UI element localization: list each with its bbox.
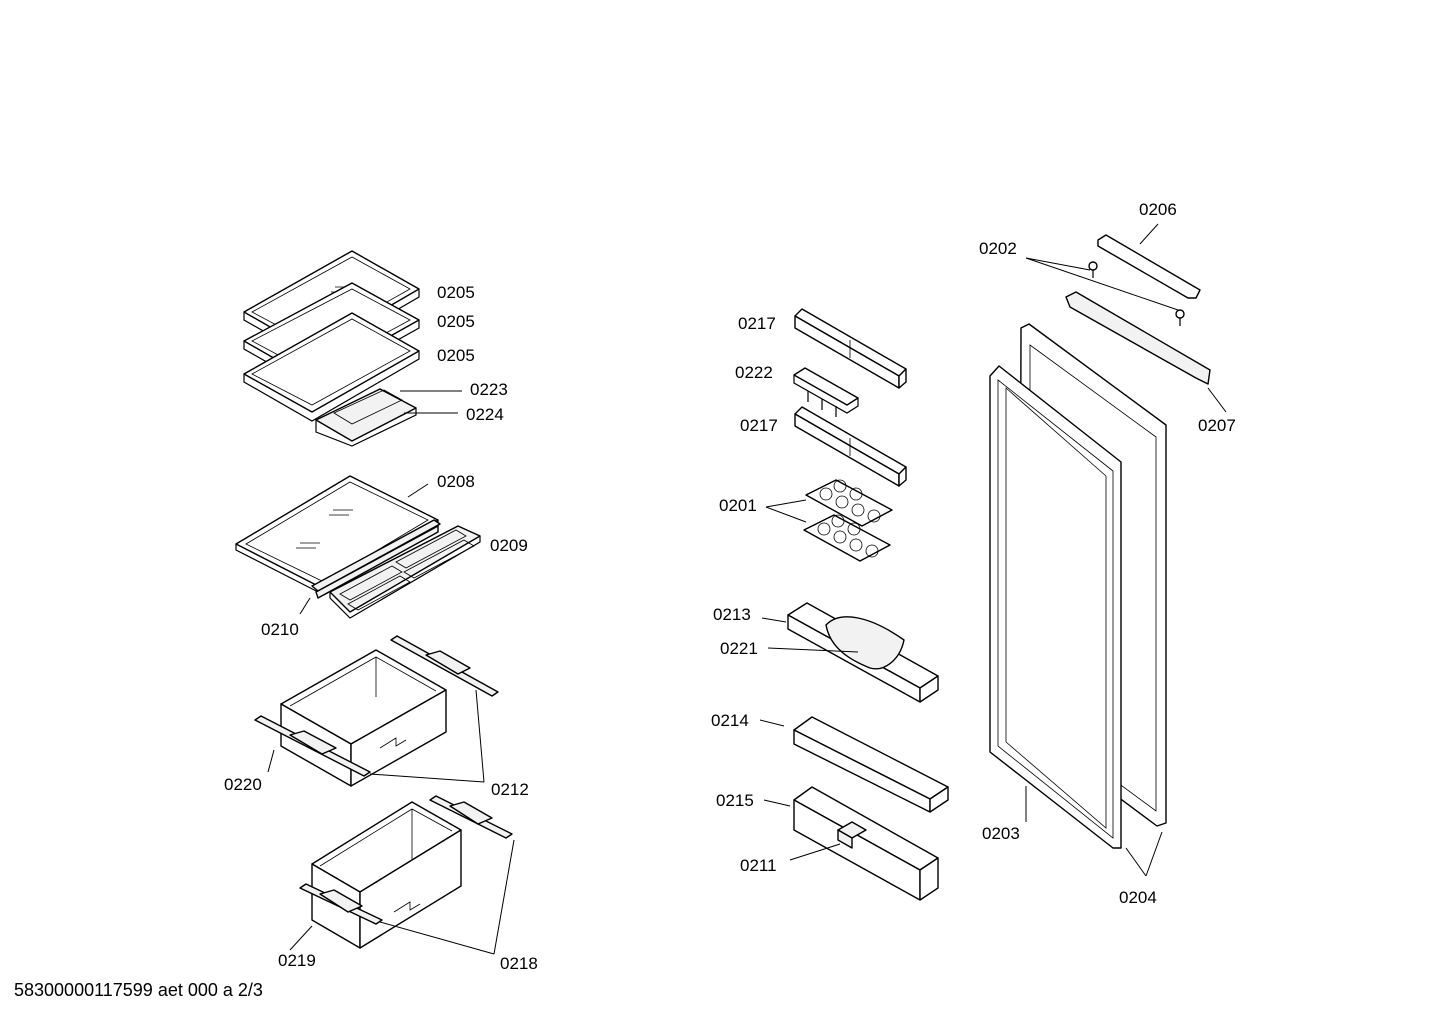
door-gasket bbox=[989, 365, 1122, 849]
screw-right bbox=[1175, 309, 1185, 326]
label-0215: 0215 bbox=[716, 791, 754, 810]
label-0204: 0204 bbox=[1119, 888, 1157, 907]
label-0220: 0220 bbox=[224, 775, 262, 794]
screw-left bbox=[1088, 261, 1098, 278]
label-0221: 0221 bbox=[720, 639, 758, 658]
label-0202: 0202 bbox=[979, 239, 1017, 258]
label-0213: 0213 bbox=[713, 605, 751, 624]
drawer-rail-lower-right bbox=[429, 795, 513, 839]
door-bin-deep bbox=[793, 786, 939, 901]
door-rack-middle bbox=[794, 406, 907, 487]
glass-shelf-lower bbox=[243, 312, 420, 422]
label-0222: 0222 bbox=[735, 363, 773, 382]
label-0212: 0212 bbox=[491, 780, 529, 799]
leader-lines bbox=[267, 223, 1227, 955]
crisper-drawer-lower bbox=[311, 801, 462, 949]
label-0201: 0201 bbox=[719, 496, 757, 515]
label-0205-middle: 0205 bbox=[437, 312, 475, 331]
label-0217-upper: 0217 bbox=[738, 314, 776, 333]
label-0218: 0218 bbox=[500, 954, 538, 973]
egg-tray-upper bbox=[805, 479, 893, 527]
label-0208: 0208 bbox=[437, 472, 475, 491]
shelf-front-trim bbox=[311, 519, 441, 599]
egg-holder-rack bbox=[793, 367, 859, 417]
door-hinge-bracket bbox=[1065, 291, 1211, 385]
door-rack-upper bbox=[794, 308, 907, 389]
door-bin-shallow bbox=[793, 716, 949, 813]
label-0214: 0214 bbox=[711, 711, 749, 730]
label-0203: 0203 bbox=[982, 824, 1020, 843]
label-0217-lower: 0217 bbox=[740, 416, 778, 435]
label-0219: 0219 bbox=[278, 951, 316, 970]
label-0209: 0209 bbox=[490, 536, 528, 555]
drawer-rail-upper-right bbox=[390, 635, 499, 697]
label-0206: 0206 bbox=[1139, 200, 1177, 219]
drawer-rail-upper-left bbox=[254, 715, 371, 777]
crisper-drawer-upper bbox=[280, 649, 447, 787]
bin-divider-clip bbox=[837, 821, 867, 849]
label-0210: 0210 bbox=[261, 620, 299, 639]
door-handle-cover bbox=[1097, 234, 1201, 299]
document-reference: 58300000117599 aet 000 a 2/3 bbox=[14, 980, 263, 1000]
egg-tray-lower bbox=[803, 514, 891, 562]
label-0205-top: 0205 bbox=[437, 283, 475, 302]
bottle-holder bbox=[825, 616, 905, 670]
label-0205-lower: 0205 bbox=[437, 346, 475, 365]
label-0211: 0211 bbox=[740, 856, 777, 875]
ventilation-grille bbox=[329, 525, 481, 619]
label-0223: 0223 bbox=[470, 380, 508, 399]
label-0207: 0207 bbox=[1198, 416, 1236, 435]
drawer-rail-lower-left bbox=[299, 883, 383, 925]
label-0224: 0224 bbox=[466, 405, 504, 424]
